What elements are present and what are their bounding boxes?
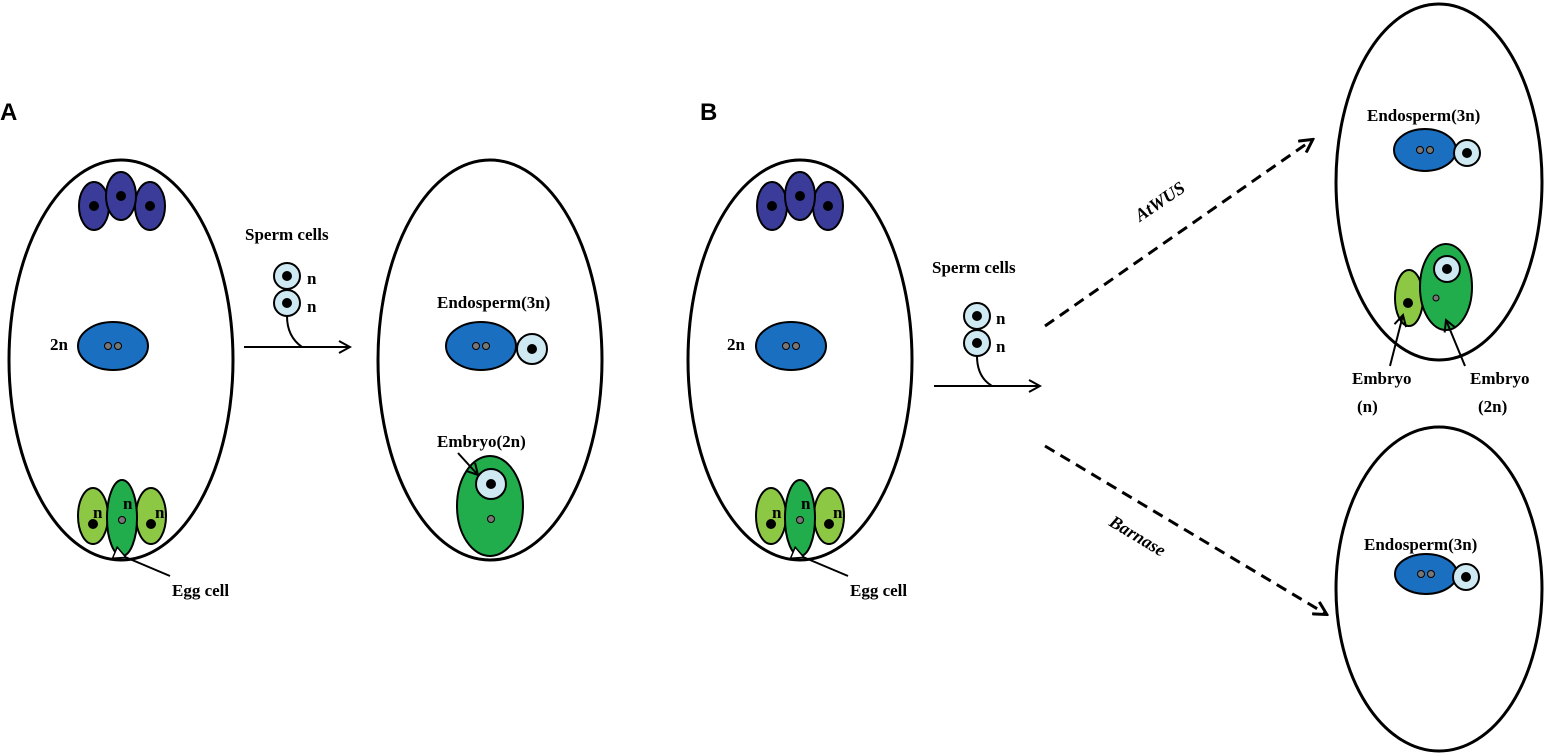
- synergid-left-ploidy: n: [772, 503, 782, 522]
- sperm-ploidy-2: n: [996, 337, 1006, 356]
- endosperm-bottom-label: Endosperm(3n): [1364, 535, 1477, 554]
- sperm-ploidy-1: n: [307, 269, 317, 288]
- embryo-haploid-label: Embryo: [1352, 369, 1412, 388]
- embryo-diploid-pointer: [1446, 320, 1466, 367]
- sperm-cells-label: Sperm cells: [932, 258, 1016, 277]
- embryo-haploid-pointer: [1389, 315, 1403, 367]
- panel-a-seed: Endosperm(3n) Embryo(2n): [376, 158, 604, 562]
- egg-cell-label: Egg cell: [850, 581, 907, 600]
- egg-cell-pointer: [125, 557, 171, 577]
- egg-cell-pointer: [803, 557, 849, 577]
- embryo-haploid-ploidy: (n): [1357, 397, 1378, 416]
- panel-b-sperm: Sperm cells n n: [932, 258, 1040, 386]
- panel-b-embryo-sac: 2n n n n Egg cell: [686, 158, 914, 600]
- pollen-tube-tail: [976, 355, 993, 387]
- egg-ploidy: n: [123, 494, 133, 513]
- panel-b-seed-barnase: Endosperm(3n): [1334, 425, 1544, 753]
- barnase-pathway-arrow: [1044, 444, 1326, 614]
- embryo-diploid-ploidy: (2n): [1478, 397, 1507, 416]
- antipodal-cells: [78, 171, 166, 231]
- sperm-cells-label: Sperm cells: [245, 225, 329, 244]
- panel-a-label: A: [0, 99, 17, 126]
- panel-b-seed-atwus: Endosperm(3n) Embryo (n) Embryo (2n): [1334, 2, 1544, 416]
- central-cell-polar-nuclei: [755, 321, 827, 371]
- barnase-label: Barnase: [1105, 511, 1169, 561]
- egg-apparatus: [755, 479, 845, 557]
- egg-apparatus: [77, 479, 167, 557]
- synergid-right-ploidy: n: [155, 503, 165, 522]
- panel-a-embryo-sac: 2n n n n Egg cell: [7, 158, 235, 600]
- sperm-ploidy-1: n: [996, 309, 1006, 328]
- embryo-diploid-label: Embryo: [1470, 369, 1530, 388]
- egg-ploidy: n: [801, 494, 811, 513]
- central-cell-polar-nuclei: [77, 321, 149, 371]
- pollen-tube-tail: [286, 315, 303, 348]
- panel-b-label: B: [700, 99, 717, 126]
- embryo-label: Embryo(2n): [437, 432, 526, 451]
- synergid-right-ploidy: n: [833, 503, 843, 522]
- atwus-pathway-arrow: [1044, 140, 1312, 328]
- sperm-ploidy-2: n: [307, 297, 317, 316]
- atwus-label: AtWUS: [1130, 177, 1188, 225]
- synergid-left-ploidy: n: [93, 503, 103, 522]
- central-ploidy-label: 2n: [727, 335, 746, 354]
- embryo-pointer: [457, 452, 478, 475]
- egg-cell-label: Egg cell: [172, 581, 229, 600]
- endosperm-top-label: Endosperm(3n): [1367, 106, 1480, 125]
- antipodal-cells: [756, 171, 844, 231]
- endosperm-label: Endosperm(3n): [437, 293, 550, 312]
- panel-a-sperm: Sperm cells n n: [244, 225, 350, 347]
- central-ploidy-label: 2n: [50, 335, 69, 354]
